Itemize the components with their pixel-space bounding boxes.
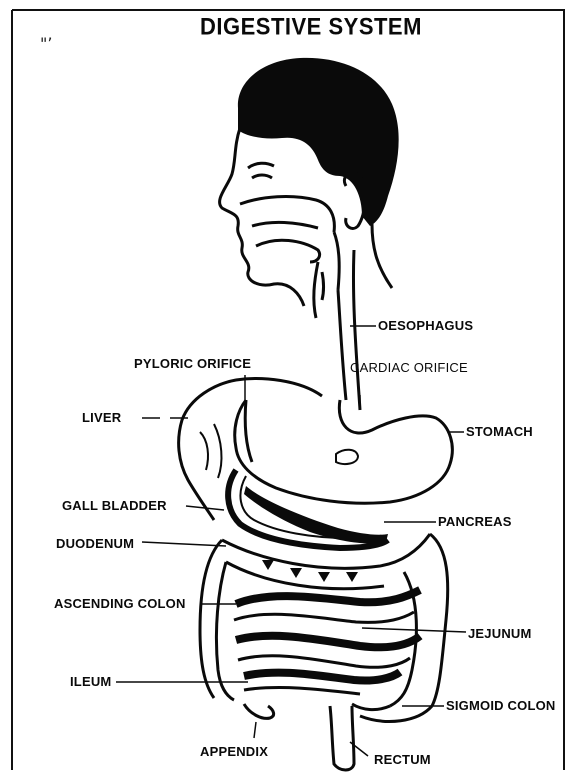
label-sigmoid-colon: SIGMOID COLON	[446, 698, 556, 713]
corner-mark: "’	[40, 34, 52, 53]
palate	[252, 222, 318, 228]
face-outline	[220, 128, 304, 306]
pharynx-right	[334, 232, 339, 290]
label-stomach: STOMACH	[466, 424, 533, 439]
eye	[248, 163, 274, 178]
diagram-title: DIGESTIVE SYSTEM	[200, 13, 422, 42]
label-ascending-colon: ASCENDING COLON	[54, 596, 186, 611]
label-jejunum: JEJUNUM	[468, 626, 532, 641]
label-pyloric-orifice: PYLORIC ORIFICE	[134, 356, 251, 371]
stomach-outline	[235, 400, 453, 503]
small-intestine	[234, 590, 420, 694]
label-gall-bladder: GALL BLADDER	[62, 498, 167, 513]
label-liver: LIVER	[82, 410, 121, 425]
oesophagus-tube	[338, 250, 360, 410]
label-oesophagus: OESOPHAGUS	[378, 318, 473, 333]
label-pancreas: PANCREAS	[438, 514, 512, 529]
pharynx-left	[314, 262, 318, 318]
colon-haustra	[262, 560, 358, 582]
label-appendix: APPENDIX	[200, 744, 268, 759]
neck-back	[372, 224, 392, 288]
transverse-colon	[222, 534, 430, 568]
label-rectum: RECTUM	[374, 752, 431, 767]
rectum	[330, 706, 354, 770]
tongue	[256, 240, 320, 262]
liver-detail	[200, 424, 221, 478]
appendix	[244, 704, 274, 718]
pyloric-tube	[245, 400, 252, 462]
stomach-inner	[336, 450, 358, 464]
label-cardiac-orifice: CARDIAC ORIFICE	[350, 360, 468, 375]
label-ileum: ILEUM	[70, 674, 111, 689]
label-duodenum: DUODENUM	[56, 536, 134, 551]
epiglottis	[322, 272, 324, 300]
